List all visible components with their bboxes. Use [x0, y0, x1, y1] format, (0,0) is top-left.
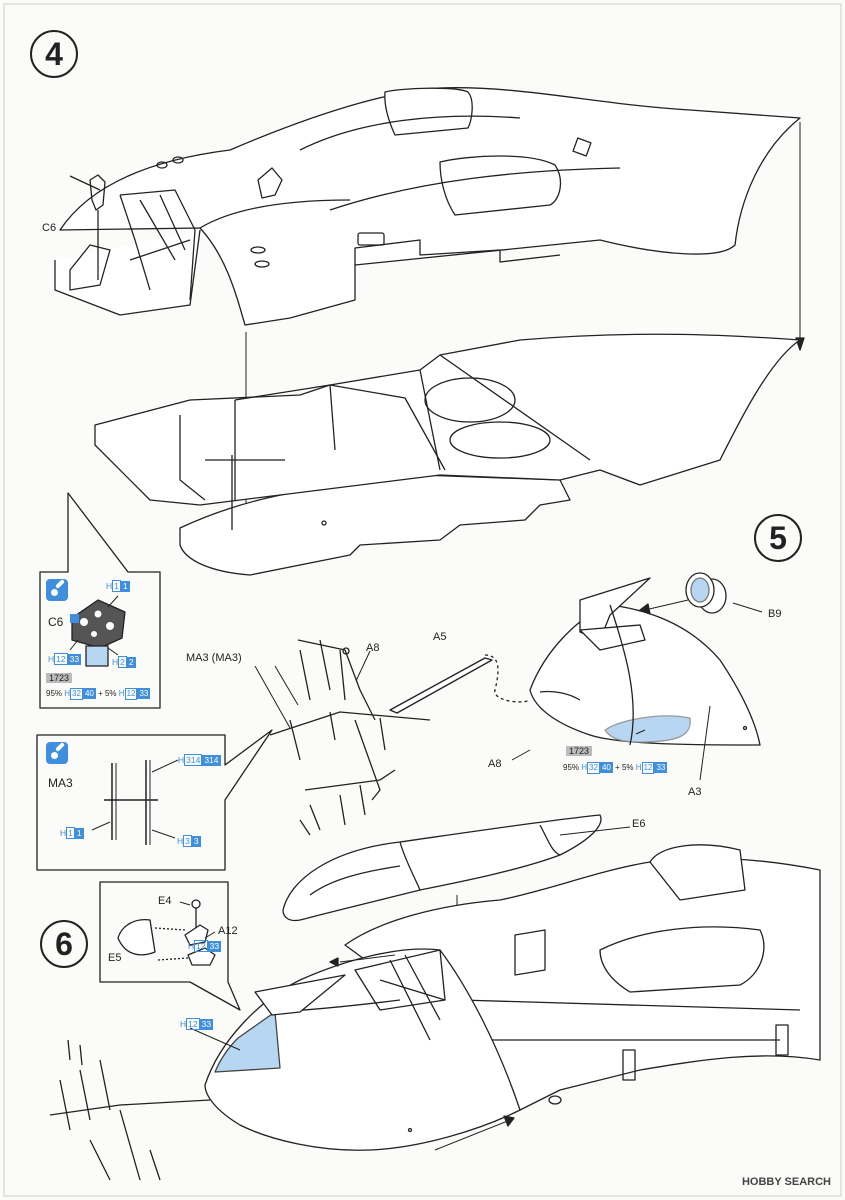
callout-title-ma3: MA3 — [48, 776, 73, 790]
part-label-a3: A3 — [688, 786, 702, 798]
part-label-e4: E4 — [158, 895, 172, 907]
callout-title-c6: C6 — [48, 615, 64, 629]
part-label-b9: B9 — [768, 608, 782, 620]
step-number-5: 5 — [754, 514, 802, 562]
nose-cone-a8-a3 — [529, 577, 761, 746]
canopy-e6 — [282, 814, 631, 922]
part-label-e5: E5 — [108, 952, 122, 964]
a5-probe — [389, 654, 531, 714]
cockpit-frame — [54, 167, 283, 316]
part-label-a8-top: A8 — [366, 642, 380, 654]
paint-brush-icon — [46, 742, 68, 764]
ma3-part — [91, 759, 179, 845]
ma3-antennas — [254, 639, 431, 836]
antennas-step6 — [49, 1039, 211, 1181]
watermark-logo: HOBBY SEARCH — [741, 1176, 831, 1188]
part-label-c6: C6 — [42, 222, 57, 234]
paint-brush-icon — [46, 579, 68, 601]
part-label-ma3-pair: MA3 (MA3) — [186, 652, 242, 664]
nose-step6 — [204, 948, 521, 1151]
part-label-a5: A5 — [433, 631, 447, 643]
c6-panel-part — [69, 595, 126, 667]
lower-fuselage — [94, 333, 801, 576]
upper-fuselage — [59, 87, 801, 326]
b9-part — [639, 572, 763, 615]
part-label-a12: A12 — [218, 925, 238, 937]
step-number-4: 4 — [30, 30, 78, 78]
mix-code-c6: 1723 — [46, 673, 73, 683]
part-label-e6: E6 — [632, 818, 646, 830]
mix-code-step5: 1723 — [566, 746, 593, 756]
part-label-a8-bottom: A8 — [488, 758, 502, 770]
step-number-6: 6 — [40, 920, 88, 968]
